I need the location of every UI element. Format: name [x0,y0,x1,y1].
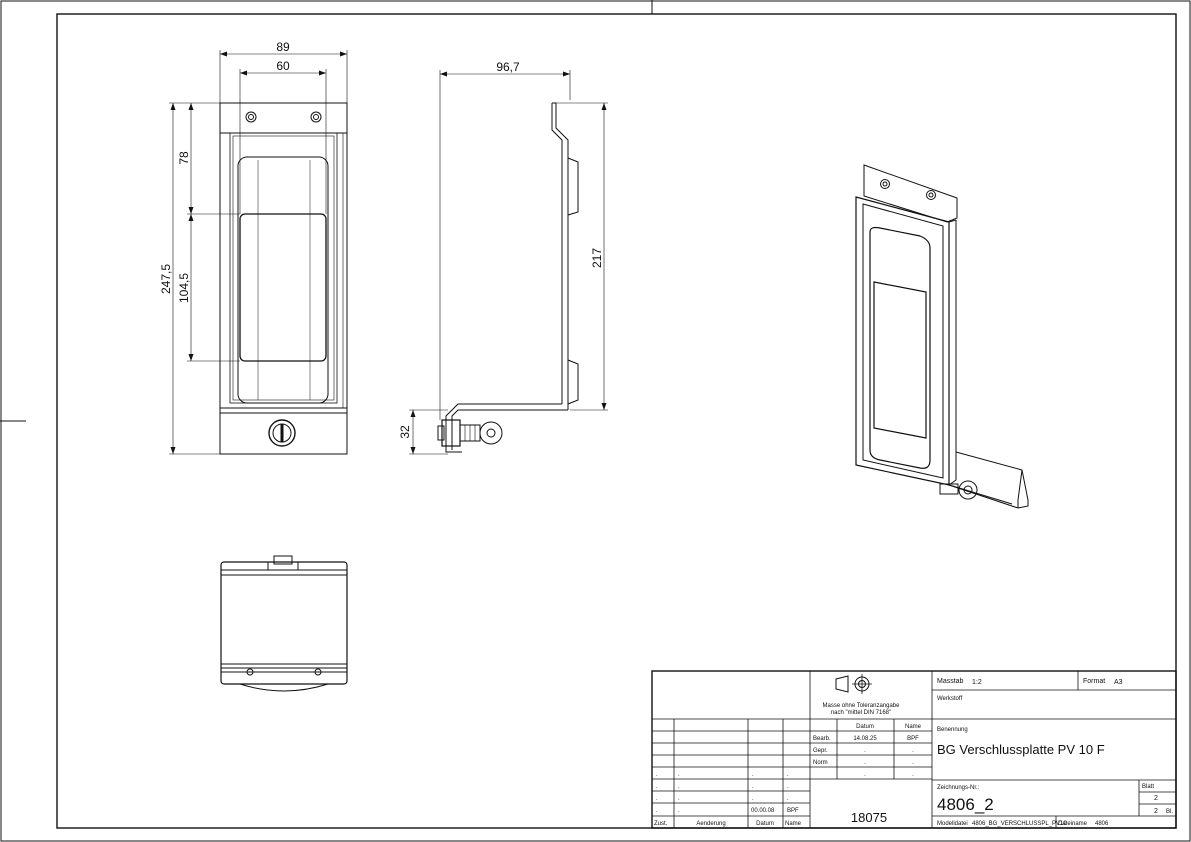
rev-row-4-name: BPF [787,808,799,814]
modelldatei-label: Modelldatei [937,821,968,827]
blatt-total: 2 [1154,808,1158,815]
dateiname-label: Dateiname [1058,821,1088,827]
benennung-label: Benennung [937,727,968,733]
side-view-dimension-lines [409,70,608,455]
massstab-value: 1:2 [972,679,982,686]
rev-row-3-zust: . [656,796,658,802]
row-label-bearb: Bearb. [813,736,831,742]
norm-date: . [864,760,866,766]
zeichnungsnr-label: Zeichnungs-Nr.: [937,785,980,791]
bearb-date: 14.08.25 [853,736,877,742]
dim-height-window: 104,5 [177,273,191,303]
title-block [651,670,1177,829]
front-view-dimension-arrows [170,51,347,454]
front-view [219,102,348,455]
modelldatei-value: 4806_BG_VERSCHLUSSPL_PV10 [972,821,1067,827]
dateiname-value: 4806 [1095,821,1109,827]
rev-row-3-name: . [787,796,789,802]
dim-height-side: 217 [590,248,604,268]
row-label-gepr: Gepr. [813,748,828,754]
footer-name: Name [785,821,802,827]
side-view-dimension-arrows [410,71,607,454]
extra-date: . [864,772,866,778]
col-header-datum: Datum [856,724,874,730]
rev-row-4-aenderung: . [678,808,680,814]
gepr-date: . [864,748,866,754]
footer-datum: Datum [756,821,774,827]
zeichnungsnr-value: 4806_2 [937,795,994,814]
werkstoff-label: Werkstoff [937,696,962,702]
blatt-suffix: Bl. [1166,809,1173,815]
rev-row-1-datum: . [752,772,754,778]
dim-height-total: 247,5 [159,264,173,294]
rev-row-1-aenderung: . [678,772,680,778]
rev-row-1-zust: . [656,772,658,778]
blatt-label: Blatt [1142,784,1154,790]
rev-row-3-aenderung: . [678,796,680,802]
footer-zust: Zust. [654,821,668,827]
benennung-value: BG Verschlussplatte PV 10 F [937,742,1105,757]
massstab-label: Masstab [937,678,964,685]
norm-name: . [912,760,914,766]
rev-row-3-datum: . [752,796,754,802]
extra-name: . [912,772,914,778]
tolerance-note-line1: Masse ohne Toleranzangabe [823,703,901,709]
side-view [437,102,579,453]
dim-width-outer: 89 [276,40,290,54]
dim-depth: 96,7 [496,60,520,74]
gepr-name: . [912,748,914,754]
format-value: A3 [1114,679,1123,686]
tolerance-note-line2: nach "mittel DIN 7168" [831,710,891,716]
drawing-number-left: 18075 [851,810,887,825]
rev-row-2-zust: . [656,784,658,790]
dim-width-inner: 60 [276,59,290,73]
bearb-name: BPF [907,736,919,742]
format-label: Format [1083,678,1105,685]
rev-row-2-name: . [787,784,789,790]
rev-row-4-zust: . [656,808,658,814]
rev-row-1-name: . [787,772,789,778]
front-view-dimension-lines [169,50,348,455]
row-label-norm: Norm [813,760,828,766]
dim-height-upper: 78 [177,151,191,165]
dim-height-lock: 32 [398,425,412,439]
footer-aenderung: Aenderung [696,821,725,827]
rev-row-2-datum: . [752,784,754,790]
rev-row-2-aenderung: . [678,784,680,790]
top-view [220,555,348,692]
col-header-name: Name [905,724,922,730]
rev-row-4-datum: 00.00.08 [751,808,775,814]
blatt-value: 2 [1154,795,1158,802]
isometric-view [855,164,1029,509]
